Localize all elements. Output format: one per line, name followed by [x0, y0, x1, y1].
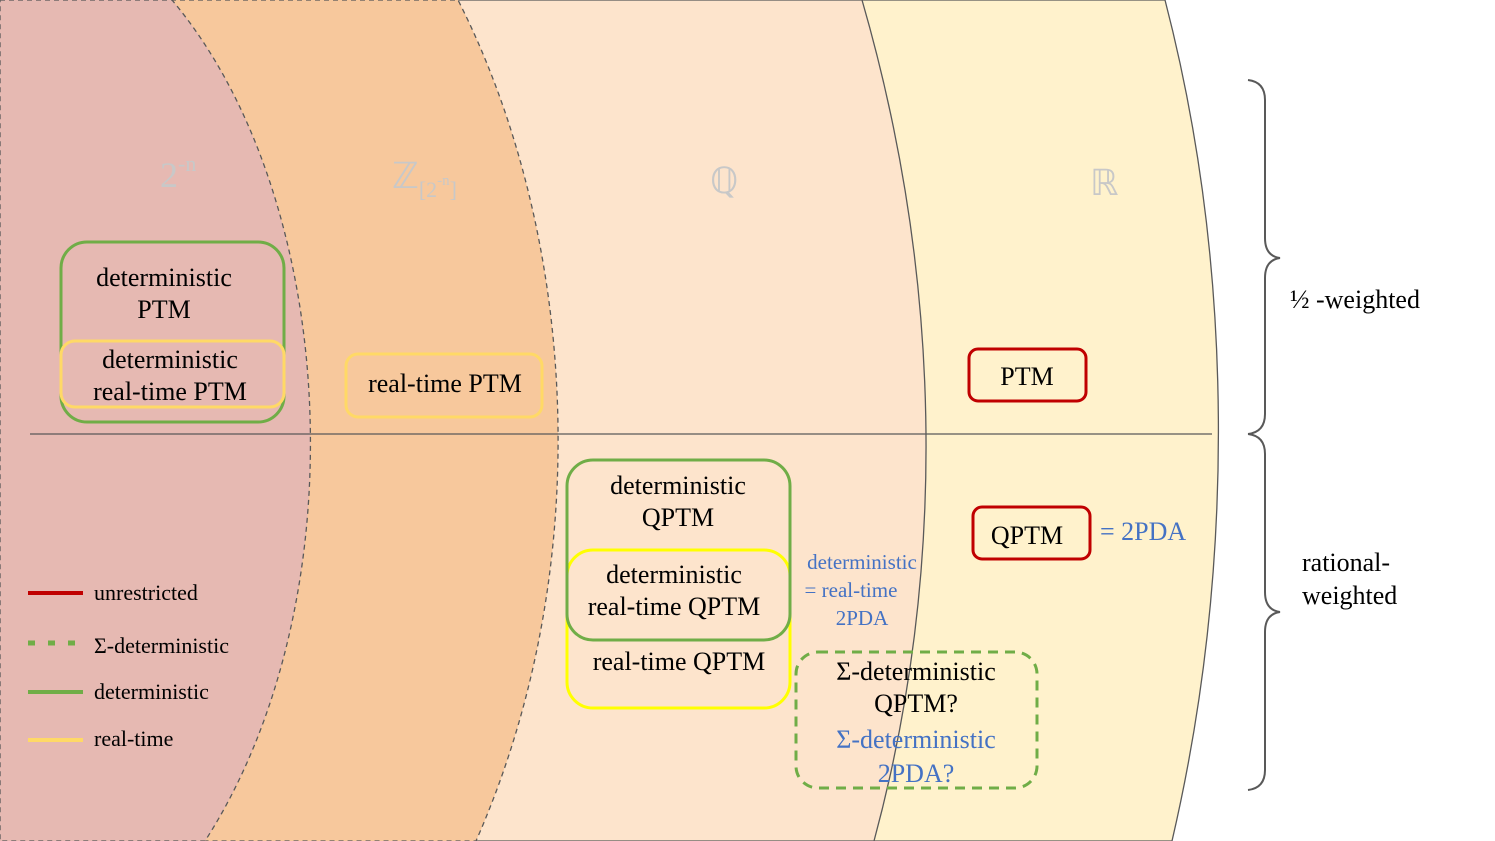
- legend-label-unrestricted: unrestricted: [94, 580, 198, 605]
- rational-weighted-line1: rational-: [1302, 548, 1390, 577]
- qptm-equals-2pda: = 2PDA: [1100, 517, 1186, 546]
- region-label-rationals: ℚ: [710, 161, 738, 201]
- det-realtime-2pda-line3: 2PDA: [836, 606, 889, 630]
- realtime-qptm-label: real-time QPTM: [593, 647, 766, 676]
- rational-weighted-line2: weighted: [1302, 581, 1397, 610]
- deterministic-ptm-line1: deterministic: [96, 263, 232, 292]
- half-weighted-label: ½ -weighted: [1290, 285, 1420, 314]
- legend: unrestricted Σ-deterministic determinist…: [28, 580, 229, 751]
- legend-label-deterministic: deterministic: [94, 679, 209, 704]
- half-weighted-brace: [1247, 79, 1281, 435]
- deterministic-realtime-qptm-line1: deterministic: [606, 560, 742, 589]
- sigma-2pda-line2: 2PDA?: [878, 759, 955, 788]
- realtime-ptm-label: real-time PTM: [368, 369, 522, 398]
- sigma-qptm-line2: QPTM?: [874, 689, 958, 718]
- deterministic-qptm-box: [565, 458, 792, 642]
- sigma-deterministic-box: [794, 650, 1039, 790]
- qptm-label: QPTM: [991, 521, 1063, 550]
- realtime-qptm-box: [565, 548, 792, 710]
- deterministic-realtime-ptm-line1: deterministic: [102, 345, 238, 374]
- deterministic-realtime-ptm-box: [59, 339, 286, 409]
- deterministic-qptm-line2: QPTM: [642, 503, 714, 532]
- det-realtime-2pda-line2: = real-time: [805, 578, 898, 602]
- deterministic-ptm-line2: PTM: [137, 295, 190, 324]
- rational-weighted-brace: [1247, 433, 1281, 791]
- sigma-2pda-line1: Σ-deterministic: [836, 725, 996, 754]
- region-label-dyadic: ℤ[2-n]: [392, 156, 457, 202]
- deterministic-realtime-qptm-line2: real-time QPTM: [588, 592, 761, 621]
- deterministic-realtime-ptm-line2: real-time PTM: [93, 377, 247, 406]
- ptm-box: [967, 347, 1088, 403]
- legend-label-realtime: real-time: [94, 726, 173, 751]
- ptm-label: PTM: [1000, 362, 1053, 391]
- deterministic-ptm-box: [59, 240, 286, 424]
- qptm-box: [971, 505, 1092, 561]
- deterministic-qptm-line1: deterministic: [610, 471, 746, 500]
- region-label-powers-of-two: 2-n: [160, 151, 196, 195]
- realtime-ptm-box: [344, 352, 544, 419]
- legend-label-sigma: Σ-deterministic: [94, 633, 229, 658]
- det-realtime-2pda-line1: deterministic: [807, 550, 917, 574]
- region-label-reals: ℝ: [1090, 163, 1119, 203]
- sigma-qptm-line1: Σ-deterministic: [836, 657, 996, 686]
